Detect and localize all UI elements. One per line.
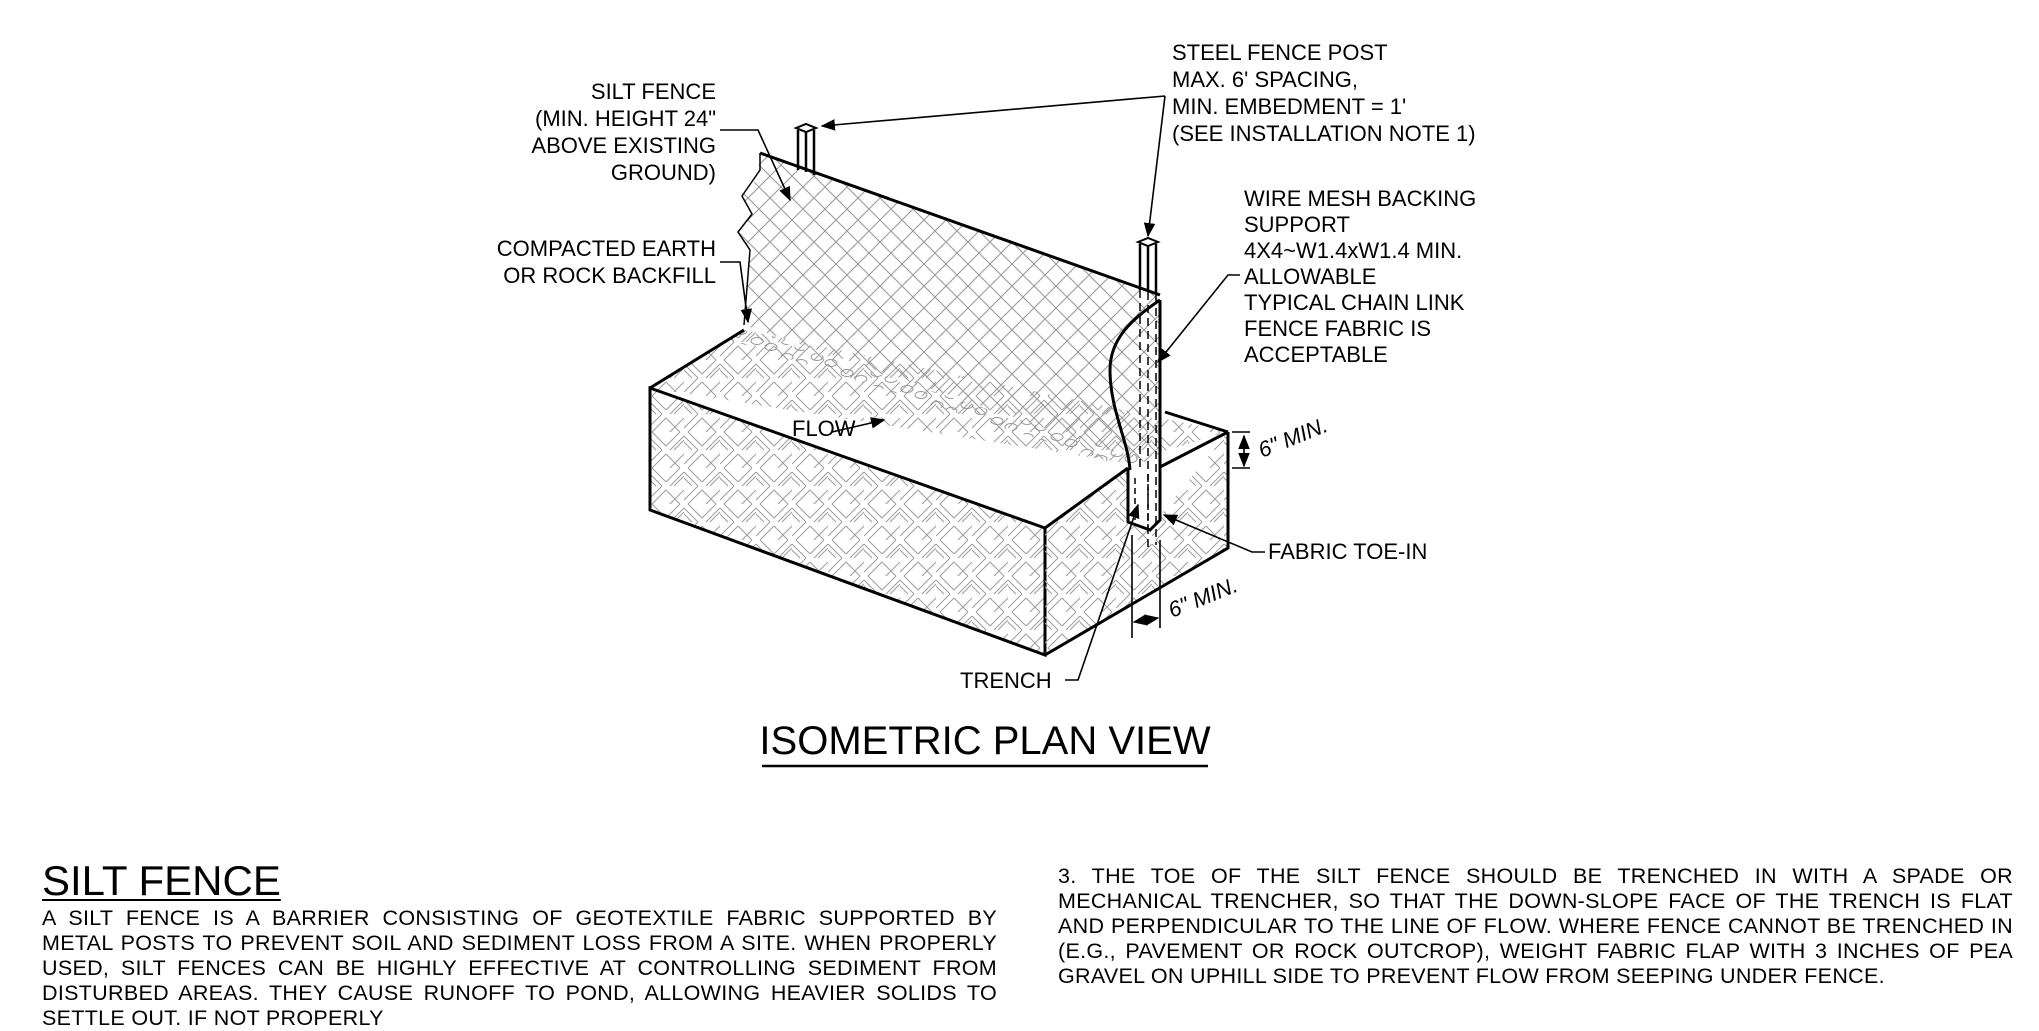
- backfill-line-2: OR ROCK BACKFILL: [503, 263, 716, 288]
- label-backfill: COMPACTED EARTH OR ROCK BACKFILL: [497, 236, 716, 288]
- steel-post-line-4: (SEE INSTALLATION NOTE 1): [1172, 121, 1476, 146]
- dimension-top-label: 6" MIN.: [1255, 412, 1332, 462]
- wire-mesh-line-3: 4X4~W1.4xW1.4 MIN.: [1244, 238, 1462, 263]
- steel-fence-post-right: [1135, 236, 1161, 550]
- wire-mesh-backing: [1108, 298, 1162, 471]
- drawing-title: ISOMETRIC PLAN VIEW: [759, 719, 1210, 763]
- fabric-toe-in-label: FABRIC TOE-IN: [1268, 539, 1427, 564]
- wire-mesh-line-4: ALLOWABLE: [1244, 264, 1376, 289]
- trench-label: TRENCH: [960, 668, 1052, 693]
- label-steel-post: STEEL FENCE POST MAX. 6' SPACING, MIN. E…: [1172, 40, 1476, 146]
- wire-mesh-line-5: TYPICAL CHAIN LINK: [1244, 290, 1465, 315]
- leader-lines: [720, 95, 1265, 681]
- wire-mesh-line-6: FENCE FABRIC IS: [1244, 316, 1431, 341]
- dimension-top: [1232, 431, 1250, 469]
- steel-fence-post-left: [793, 122, 819, 175]
- installation-note-3: 3. THE TOE OF THE SILT FENCE SHOULD BE T…: [1058, 864, 2013, 988]
- steel-post-line-2: MAX. 6' SPACING,: [1172, 67, 1358, 92]
- section-title: SILT FENCE: [42, 857, 281, 904]
- label-wire-mesh: WIRE MESH BACKING SUPPORT 4X4~W1.4xW1.4 …: [1244, 186, 1476, 367]
- steel-post-line-1: STEEL FENCE POST: [1172, 40, 1388, 65]
- wire-mesh-line-2: SUPPORT: [1244, 212, 1350, 237]
- fence-fabric: [737, 151, 1161, 467]
- silt-fence-line-4: GROUND): [611, 160, 716, 185]
- silt-fence-line-1: SILT FENCE: [591, 79, 716, 104]
- description-paragraph: A SILT FENCE IS A BARRIER CONSISTING OF …: [42, 906, 997, 1030]
- dimension-bottom: [1131, 535, 1161, 638]
- backfill-line-1: COMPACTED EARTH: [497, 236, 716, 261]
- flow-label: FLOW: [792, 416, 856, 441]
- silt-fence-line-3: ABOVE EXISTING: [531, 133, 716, 158]
- steel-post-line-3: MIN. EMBEDMENT = 1': [1172, 94, 1406, 119]
- silt-fence-line-2: (MIN. HEIGHT 24": [535, 106, 716, 131]
- wire-mesh-line-1: WIRE MESH BACKING: [1244, 186, 1476, 211]
- label-silt-fence: SILT FENCE (MIN. HEIGHT 24" ABOVE EXISTI…: [531, 79, 716, 185]
- wire-mesh-line-7: ACCEPTABLE: [1244, 342, 1388, 367]
